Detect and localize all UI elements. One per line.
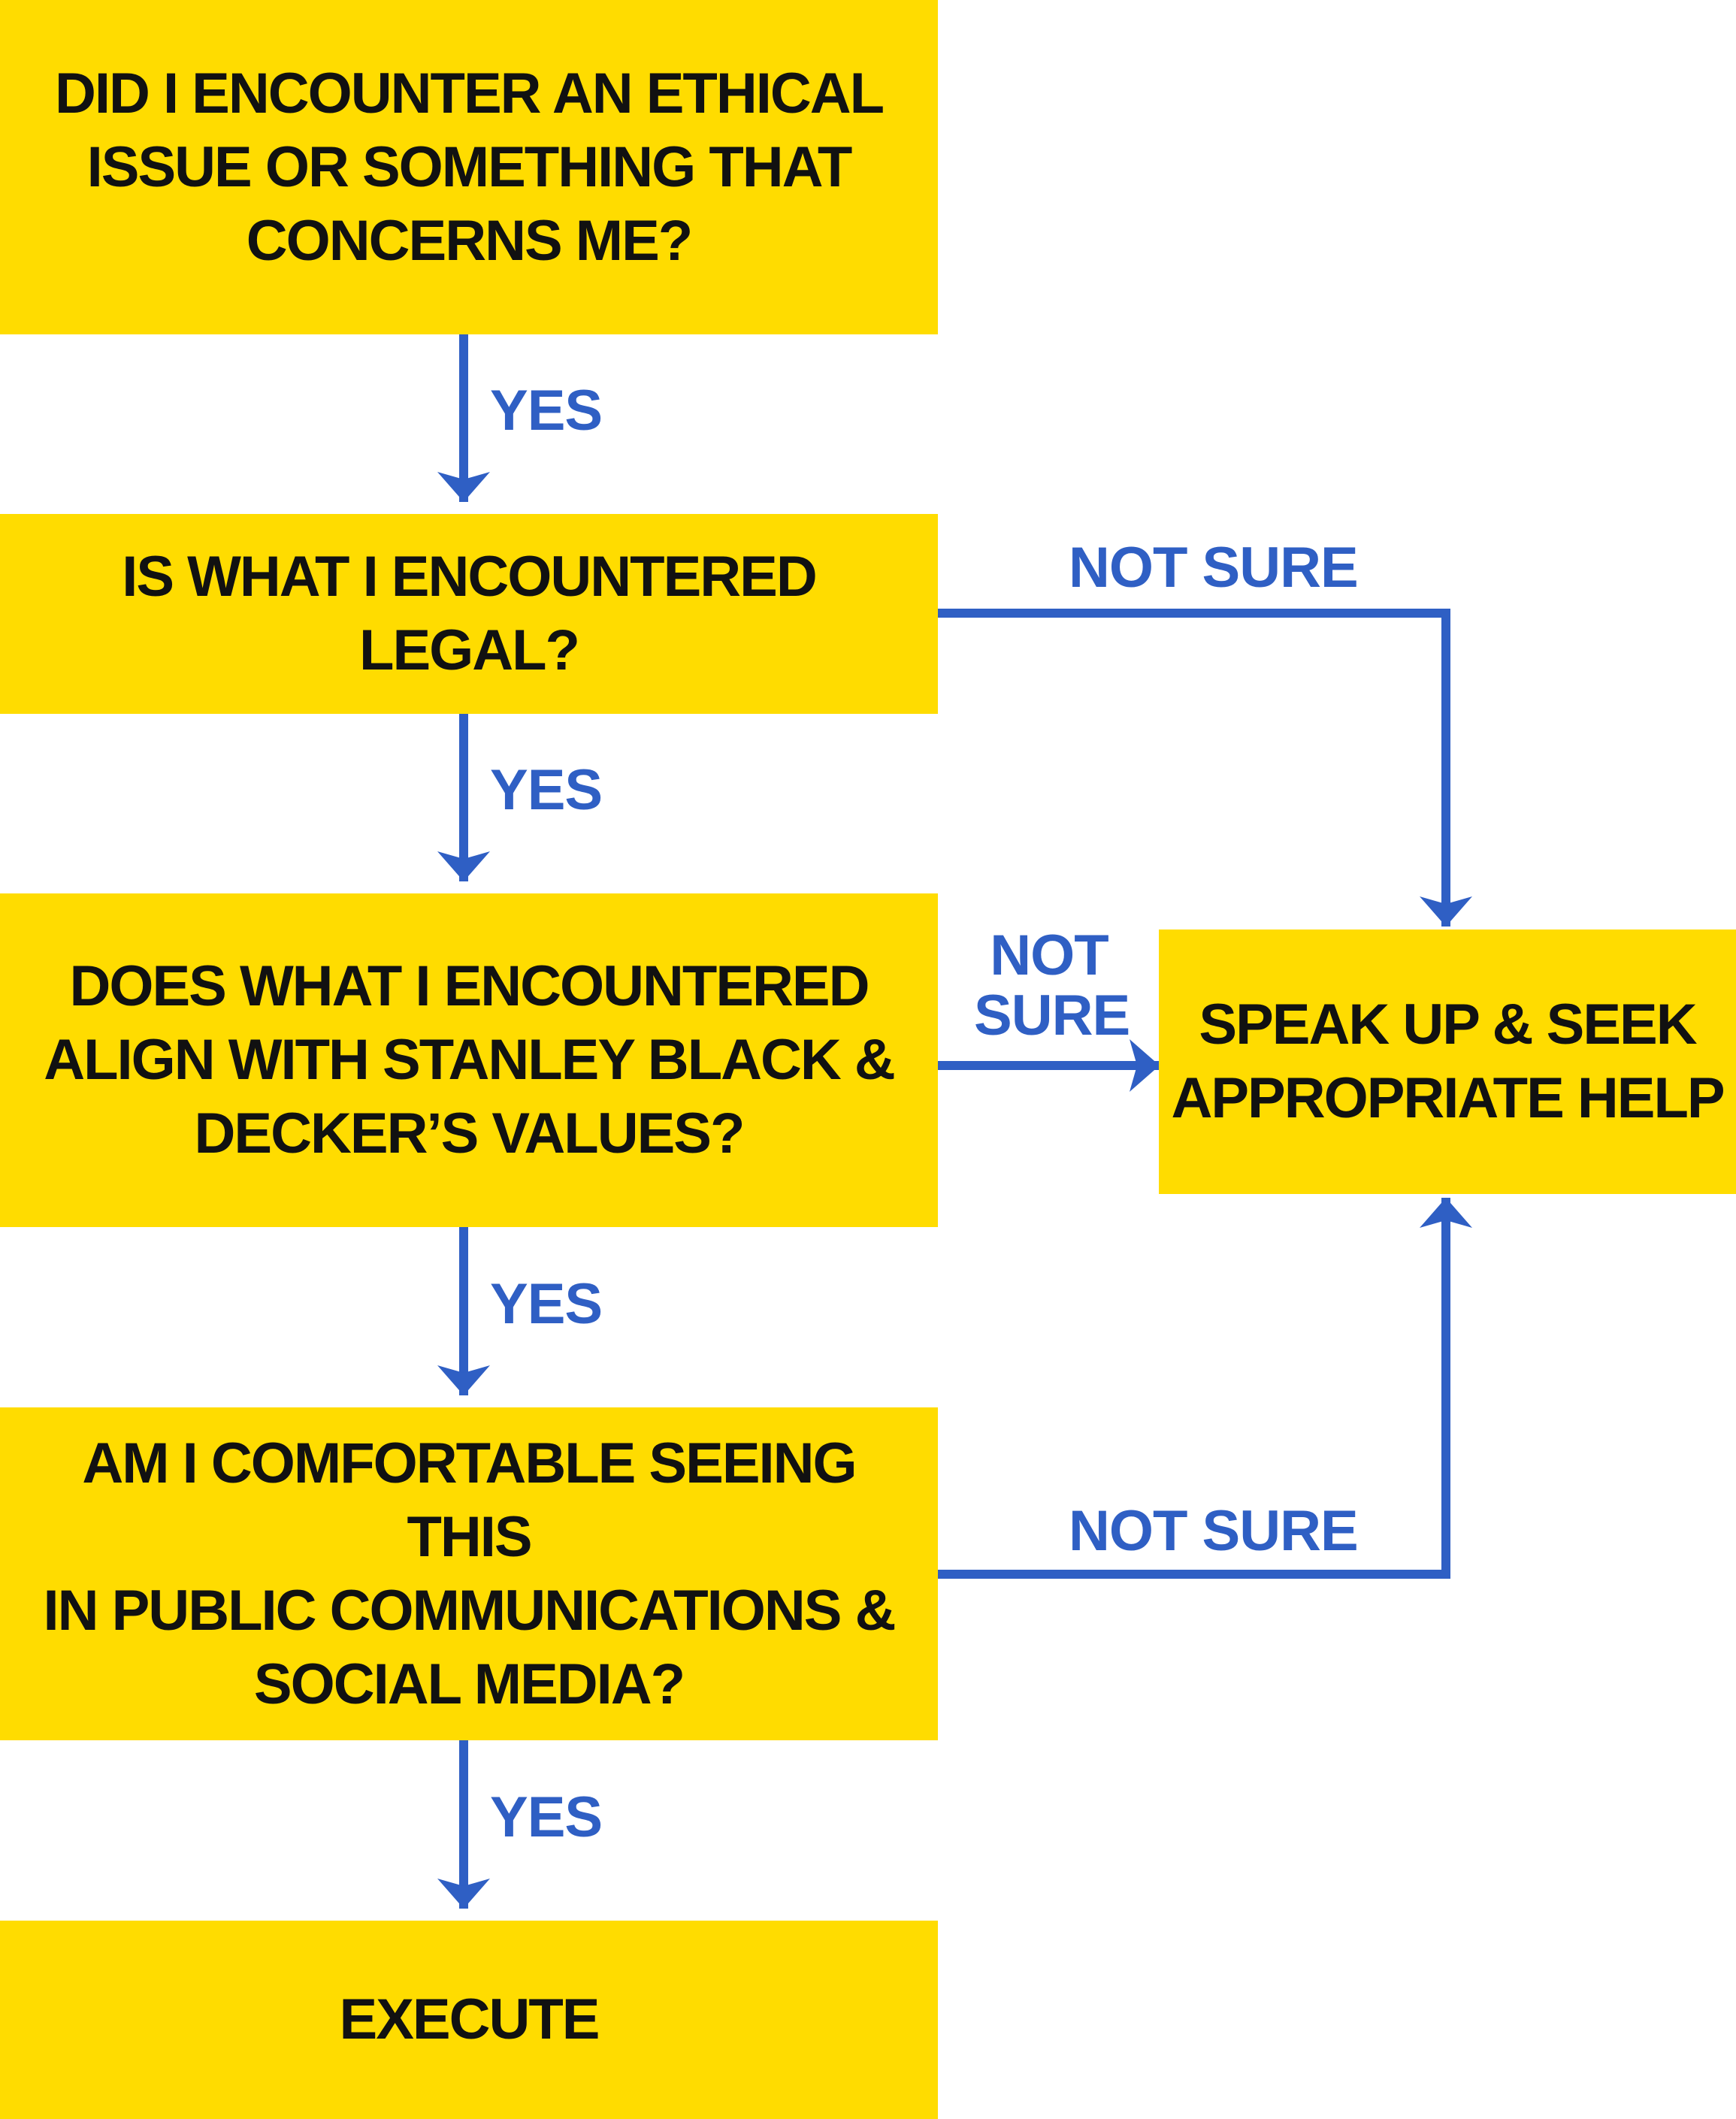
node-encounter-text: DID I ENCOUNTER AN ETHICAL ISSUE OR SOME… xyxy=(54,61,885,273)
edge-label-not-sure-legal: NOT SURE xyxy=(1069,536,1359,600)
node-execute: EXECUTE xyxy=(0,1921,938,2119)
node-speak-up: SPEAK UP & SEEK APPROPRIATE HELP xyxy=(1159,930,1736,1194)
node-public-text: AM I COMFORTABLE SEEING THIS IN PUBLIC C… xyxy=(43,1431,897,1716)
edge-label-yes-1: YES xyxy=(490,379,603,443)
node-values: DOES WHAT I ENCOUNTERED ALIGN WITH STANL… xyxy=(0,893,938,1227)
edge-label-not-sure-public: NOT SURE xyxy=(1069,1499,1359,1563)
node-execute-text: EXECUTE xyxy=(339,1988,600,2051)
edge-label-yes-4: YES xyxy=(490,1785,603,1849)
edge-label-not-sure-values: NOT SURE xyxy=(974,923,1130,1047)
node-public: AM I COMFORTABLE SEEING THIS IN PUBLIC C… xyxy=(0,1407,938,1740)
edge-label-yes-2: YES xyxy=(490,758,603,822)
node-encounter: DID I ENCOUNTER AN ETHICAL ISSUE OR SOME… xyxy=(0,0,938,334)
arrow-public-to-speak-up xyxy=(938,1198,1472,1579)
node-legal-text: IS WHAT I ENCOUNTERED LEGAL? xyxy=(122,545,817,682)
arrow-legal-to-speak-up xyxy=(938,609,1472,926)
node-values-text: DOES WHAT I ENCOUNTERED ALIGN WITH STANL… xyxy=(44,954,896,1165)
node-legal: IS WHAT I ENCOUNTERED LEGAL? xyxy=(0,514,938,714)
node-speak-up-text: SPEAK UP & SEEK APPROPRIATE HELP xyxy=(1171,993,1725,1130)
edge-label-yes-3: YES xyxy=(490,1272,603,1336)
